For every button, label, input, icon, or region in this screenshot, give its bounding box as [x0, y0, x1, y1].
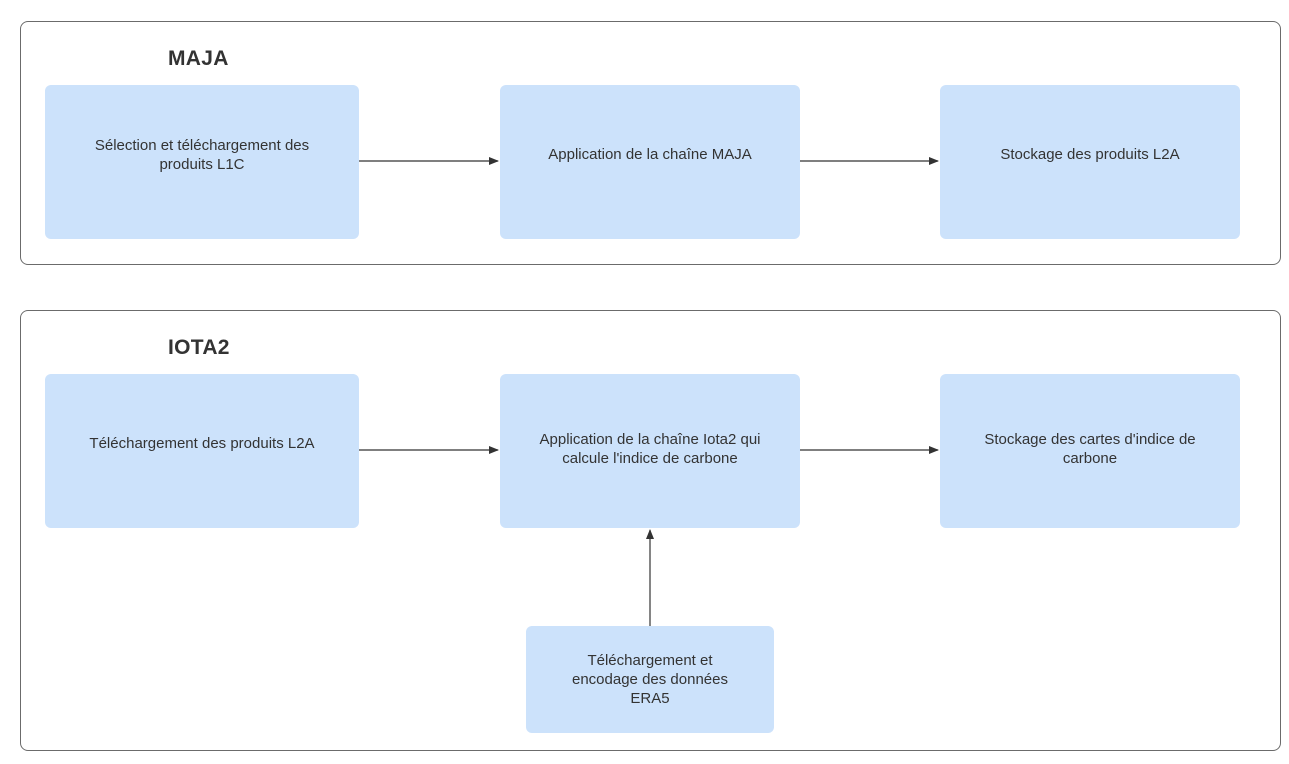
- node-label: Téléchargement des produits L2A: [89, 435, 315, 452]
- iota2-group-title: IOTA2: [168, 336, 230, 359]
- node-label: Stockage des cartes d'indice de carbone: [984, 430, 1196, 467]
- node-era5[interactable]: Téléchargement et encodage des données E…: [526, 626, 774, 733]
- node-stockage-cartes-carbone[interactable]: Stockage des cartes d'indice de carbone: [940, 374, 1240, 528]
- node-application-iota2[interactable]: Application de la chaîne Iota2 qui calcu…: [500, 374, 800, 528]
- node-label: Stockage des produits L2A: [1000, 146, 1180, 163]
- node-label: Application de la chaîne MAJA: [548, 146, 752, 163]
- node-label: Application de la chaîne Iota2 qui calcu…: [539, 430, 761, 467]
- node-label: Téléchargement et encodage des données E…: [572, 652, 728, 707]
- node-label: Sélection et téléchargement des produits…: [94, 136, 310, 173]
- node-telechargement-l2a[interactable]: Téléchargement des produits L2A: [45, 374, 359, 528]
- node-application-maja[interactable]: Application de la chaîne MAJA: [500, 85, 800, 239]
- node-selection-telechargement-l1c[interactable]: Sélection et téléchargement des produits…: [45, 85, 359, 239]
- node-stockage-l2a[interactable]: Stockage des produits L2A: [940, 85, 1240, 239]
- maja-group-title: MAJA: [168, 47, 229, 70]
